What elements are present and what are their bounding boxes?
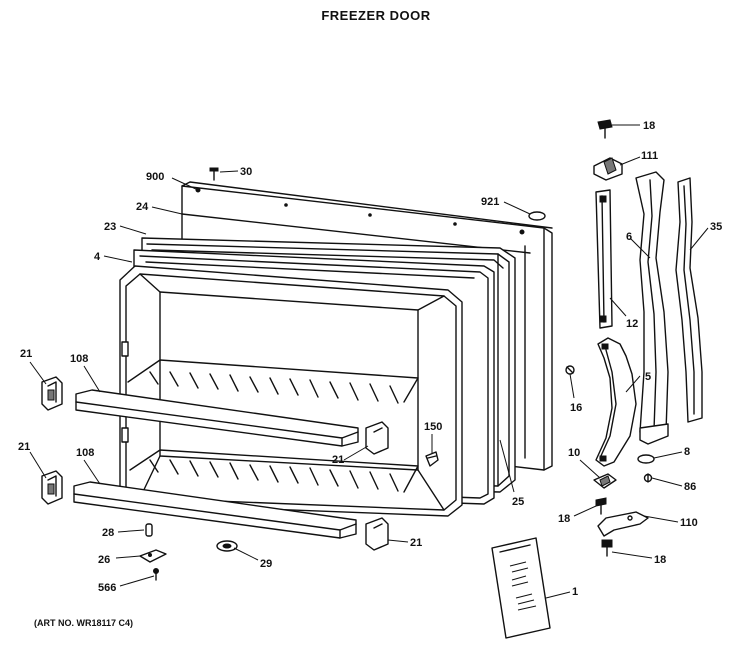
callout-labels: 18 111 30 900 921 24 23 6 35 4 12 21 108… xyxy=(18,120,722,598)
handle-trim xyxy=(675,177,703,423)
callout-566: 566 xyxy=(98,582,116,594)
callout-86: 86 xyxy=(684,481,696,493)
callout-108: 108 xyxy=(70,353,88,365)
callout-35: 35 xyxy=(710,221,722,233)
callout-10: 10 xyxy=(568,447,580,459)
plug-button xyxy=(425,451,439,467)
instruction-literature xyxy=(491,537,551,639)
callout-21: 21 xyxy=(410,537,422,549)
shelf-bar-upper xyxy=(75,389,359,447)
lower-hinge-arm xyxy=(595,337,637,467)
callout-18: 18 xyxy=(558,513,570,525)
callout-110: 110 xyxy=(680,517,698,529)
callout-21: 21 xyxy=(18,441,30,453)
screw-566 xyxy=(153,568,159,581)
shelf-bar-lower xyxy=(73,481,357,539)
shelf-end-cap-right-lower xyxy=(365,517,389,551)
bracket-26 xyxy=(139,549,167,563)
callout-24: 24 xyxy=(136,201,149,213)
callout-28: 28 xyxy=(102,527,114,539)
callout-21: 21 xyxy=(332,454,344,466)
leader-lines xyxy=(29,124,709,599)
hinge-bracket xyxy=(595,189,613,329)
plug xyxy=(528,211,546,221)
callout-108: 108 xyxy=(76,447,94,459)
upper-shelf-ribs xyxy=(127,359,419,404)
callout-18: 18 xyxy=(654,554,666,566)
grommet-29 xyxy=(216,540,238,552)
hinge-pin-block xyxy=(593,157,623,181)
screw-86 xyxy=(643,473,653,483)
callout-18: 18 xyxy=(643,120,655,132)
screw xyxy=(209,167,219,181)
pin-28 xyxy=(145,523,153,537)
callout-1: 1 xyxy=(572,586,578,598)
callout-150: 150 xyxy=(424,421,442,433)
art-number: (ART NO. WR18117 C4) xyxy=(34,618,134,628)
shelf-end-cap-right-upper xyxy=(365,421,389,455)
callout-21: 21 xyxy=(20,348,32,360)
callout-12: 12 xyxy=(626,318,638,330)
bottom-hinge-plate xyxy=(597,511,649,537)
callout-8: 8 xyxy=(684,446,690,458)
hinge-block-small xyxy=(593,473,617,489)
screw-small xyxy=(565,365,575,375)
hinge-screw-top xyxy=(597,119,613,139)
callout-4: 4 xyxy=(94,251,101,263)
callout-5: 5 xyxy=(645,371,651,383)
callout-29: 29 xyxy=(260,558,272,570)
callout-921: 921 xyxy=(481,196,499,208)
callout-6: 6 xyxy=(626,231,632,243)
door-handle xyxy=(635,171,669,445)
callout-16: 16 xyxy=(570,402,582,414)
callout-900: 900 xyxy=(146,171,164,183)
callout-111: 111 xyxy=(641,150,658,162)
hinge-screw-mid xyxy=(595,497,607,515)
callout-25: 25 xyxy=(512,496,524,508)
callout-26: 26 xyxy=(98,554,110,566)
callout-23: 23 xyxy=(104,221,116,233)
shelf-end-cap-left-upper xyxy=(41,376,63,411)
hinge-screw-bottom xyxy=(601,539,613,557)
lower-shelf-ribs xyxy=(129,449,419,493)
callout-30: 30 xyxy=(240,166,252,178)
shelf-end-cap-left-lower xyxy=(41,470,63,505)
diagram-title: FREEZER DOOR xyxy=(321,8,431,23)
bushing xyxy=(637,454,655,464)
